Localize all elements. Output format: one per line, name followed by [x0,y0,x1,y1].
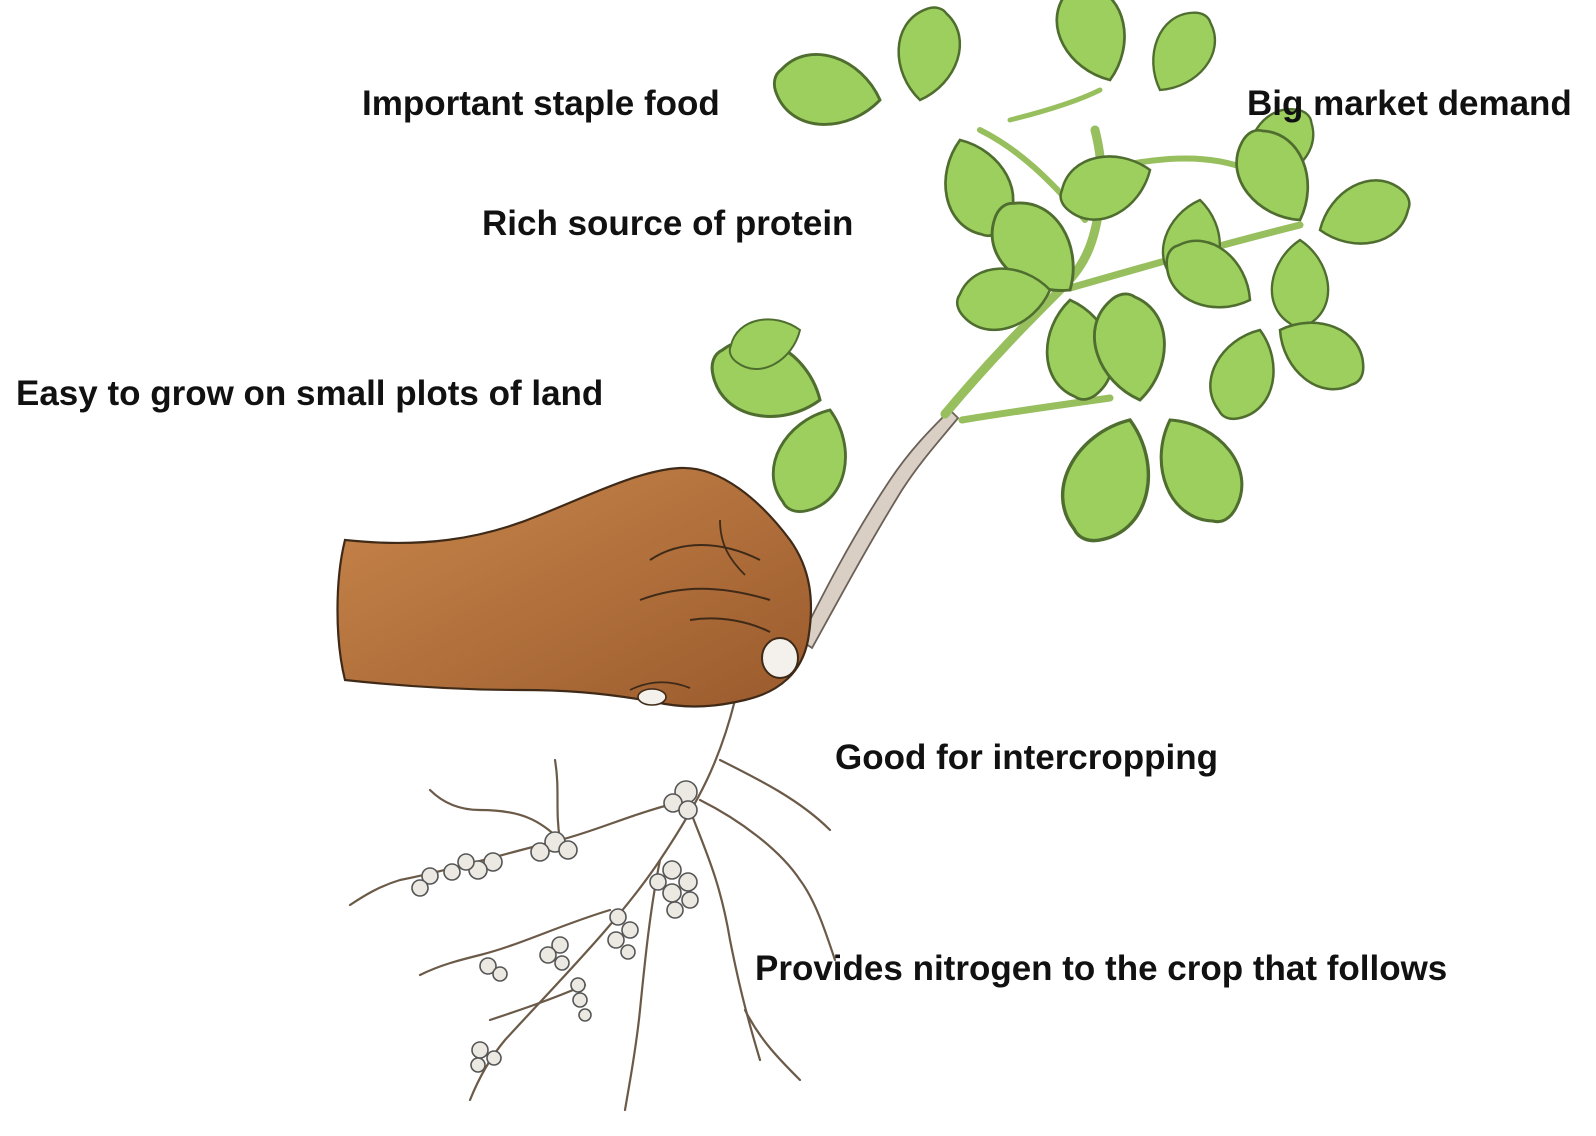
label-intercropping: Good for intercropping [835,740,1218,775]
label-staple-food: Important staple food [362,86,720,121]
root-nodules [412,781,698,1072]
roots [350,700,835,1110]
label-easy-to-grow: Easy to grow on small plots of land [16,376,603,411]
label-nitrogen: Provides nitrogen to the crop that follo… [755,951,1447,986]
label-market-demand: Big market demand [1247,86,1572,121]
hand [338,468,811,707]
label-protein: Rich source of protein [482,206,853,241]
